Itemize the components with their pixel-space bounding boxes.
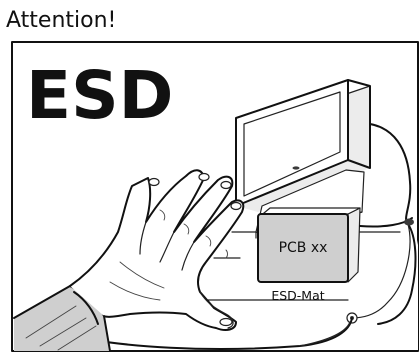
fingernail-icon <box>199 174 209 181</box>
esd-mat-label: ESD-Mat <box>271 288 324 303</box>
fingernail-icon <box>149 179 159 186</box>
fingernail-icon <box>221 182 231 189</box>
pcb-label: PCB xx <box>279 240 328 256</box>
pcb-board: PCB xx <box>258 208 360 282</box>
thumbnail-icon <box>220 319 232 326</box>
fingernail-icon <box>231 203 241 210</box>
esd-title: ESD <box>26 57 173 134</box>
ground-clip-icon <box>404 219 414 226</box>
monitor-logo-icon <box>293 166 300 169</box>
hand-illustration <box>14 170 243 351</box>
